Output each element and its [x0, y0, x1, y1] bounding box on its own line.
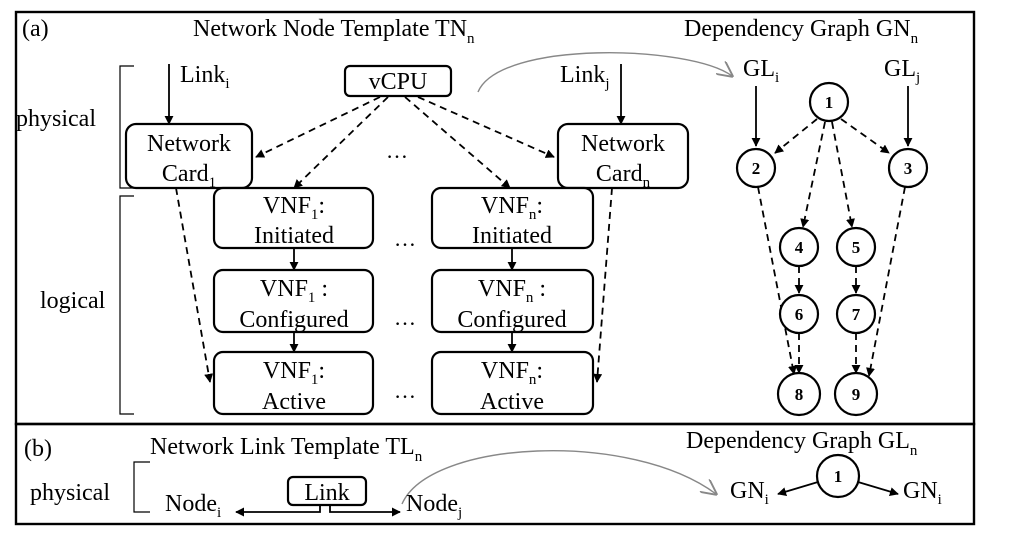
card1-to-vnf1-active-arrow — [175, 187, 214, 383]
edge-1-4 — [800, 121, 826, 228]
gl-node-1-label: 1 — [834, 467, 843, 486]
network-card-n-box — [556, 122, 690, 190]
vnf1-initiated-title: VNF1: — [263, 193, 325, 223]
gl-i-label: GLi — [743, 56, 779, 86]
vnf1-active-state: Active — [262, 389, 326, 415]
gn-node-4-label: 4 — [795, 238, 804, 257]
gl-edge-left — [777, 481, 819, 496]
panel-a-label: (a) — [22, 16, 49, 42]
network-card-1-box — [124, 122, 254, 190]
network-card-1-line2: Card1 — [162, 161, 216, 191]
link-to-node-i-arrow — [235, 505, 321, 517]
vcpu-to-vnf1-arrow — [293, 96, 389, 189]
link-template-to-graph-arrow — [401, 450, 716, 505]
gn-node-7-label: 7 — [852, 305, 861, 324]
gn-node-3-label: 3 — [904, 159, 913, 178]
gn-node-6-label: 6 — [795, 305, 804, 324]
ellipsis-physical: … — [386, 138, 408, 163]
vnfn-active-box — [430, 350, 595, 416]
physical-bracket-b — [133, 461, 150, 513]
gn-node-8-label: 8 — [795, 385, 804, 404]
gn-node-2 — [735, 147, 777, 189]
cardn-to-vnfn-active-arrow — [593, 187, 613, 383]
network-card-n-line2: Cardn — [596, 161, 651, 191]
gn-node-1-label: 1 — [825, 93, 834, 112]
logical-bracket — [119, 195, 134, 415]
gn-node-9 — [833, 371, 879, 417]
gn-left-label: GNi — [730, 478, 769, 508]
vnf1-configured-title: VNF1 : — [260, 276, 328, 306]
vnfn-active-state: Active — [480, 389, 544, 415]
vnfn-active-title: VNFn: — [481, 358, 543, 388]
edge-1-2 — [774, 118, 818, 154]
gn-node-5-label: 5 — [852, 238, 861, 257]
ellipsis-initiated: … — [394, 226, 416, 251]
gl-j-label: GLj — [884, 56, 920, 86]
link-box — [286, 475, 368, 507]
vnf1-initiated-state: Initiated — [254, 223, 334, 249]
network-card-1-line1: Network — [147, 131, 231, 157]
vnfn-configured-state: Configured — [457, 307, 566, 333]
vnf1-active-title: VNF1: — [263, 358, 325, 388]
vcpu-to-cardn-arrow — [417, 96, 555, 158]
gn-node-1 — [808, 81, 850, 123]
layer-label-logical: logical — [40, 288, 106, 314]
vnfn-initiated-state: Initiated — [472, 223, 552, 249]
gn-node-4 — [778, 226, 820, 268]
gn-dependency-title: Dependency Graph GNn — [684, 16, 919, 47]
layer-label-physical-b: physical — [30, 480, 110, 506]
node-i-label: Nodei — [165, 491, 221, 521]
vnfn-configured-title: VNFn : — [478, 276, 546, 306]
gl-dependency-title: Dependency Graph GLn — [686, 428, 918, 459]
layer-label-physical: physical — [16, 106, 96, 132]
vcpu-box — [343, 64, 453, 98]
edge-3-9 — [866, 186, 906, 377]
gn-right-label: GNi — [903, 478, 942, 508]
gl-node-1 — [815, 453, 861, 499]
gn-node-8 — [776, 371, 822, 417]
link-i-label: Linki — [180, 62, 230, 92]
edge-1-3 — [840, 118, 890, 154]
ellipsis-configured: … — [394, 305, 416, 330]
link-to-node-j-arrow — [329, 505, 401, 517]
vcpu-label: vCPU — [369, 69, 428, 95]
vnf1-active-box — [212, 350, 375, 416]
gn-node-5 — [835, 226, 877, 268]
link-template-title: Network Link Template TLn — [150, 434, 423, 465]
edge-2-8 — [757, 186, 797, 375]
template-to-graph-arrow — [477, 52, 732, 93]
physical-bracket — [119, 65, 134, 189]
gn-node-2-label: 2 — [752, 159, 761, 178]
gn-node-9-label: 9 — [852, 385, 861, 404]
link-j-label: Linkj — [560, 62, 610, 92]
vcpu-to-vnfn-arrow — [404, 96, 511, 189]
network-card-n-line1: Network — [581, 131, 665, 157]
link-label: Link — [304, 480, 349, 506]
panel-b-label: (b) — [24, 436, 52, 462]
vcpu-to-card1-arrow — [255, 96, 381, 158]
vnf1-configured-state: Configured — [239, 307, 348, 333]
node-template-title: Network Node Template TNn — [193, 16, 475, 47]
node-j-label: Nodej — [406, 491, 462, 521]
gl-edge-right — [857, 481, 899, 496]
gn-node-6 — [778, 293, 820, 335]
vnfn-initiated-title: VNFn: — [481, 193, 543, 223]
panel-b-frame — [14, 422, 976, 526]
gn-node-3 — [887, 147, 929, 189]
ellipsis-active: … — [394, 378, 416, 403]
gn-node-7 — [835, 293, 877, 335]
edge-1-5 — [831, 121, 855, 228]
